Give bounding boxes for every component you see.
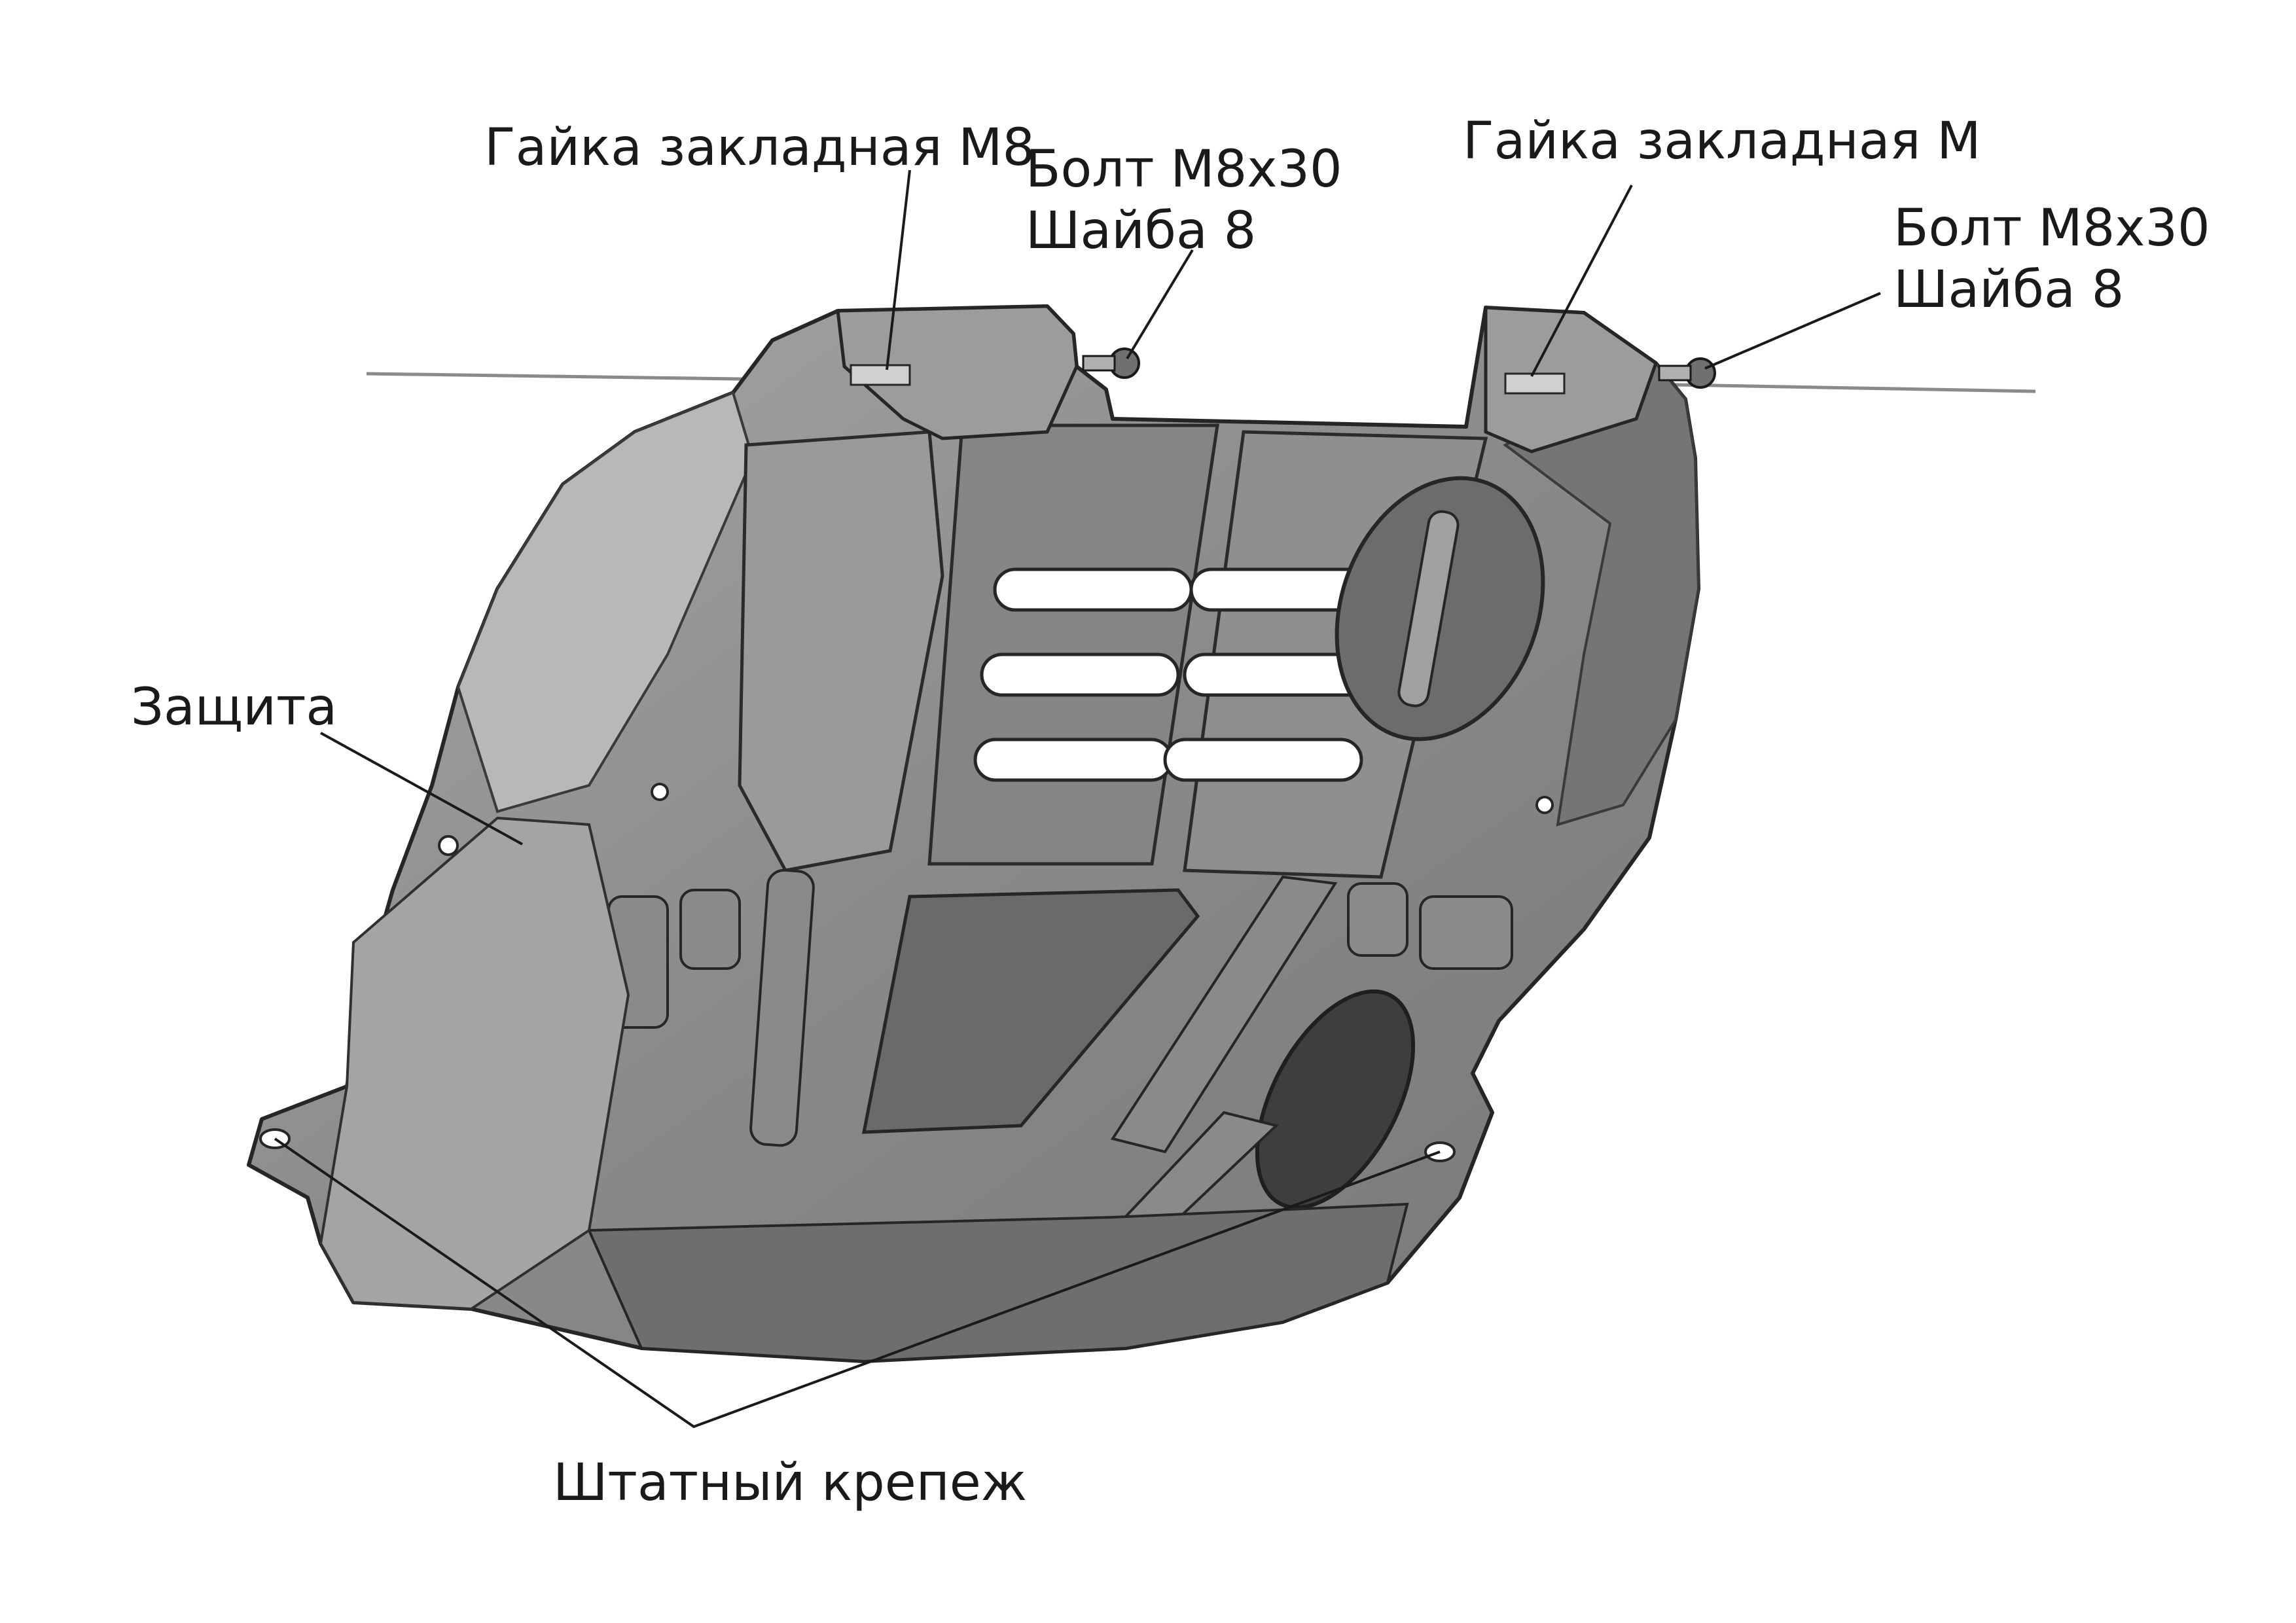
label-guard: Защита — [131, 678, 338, 737]
mount-hole — [651, 783, 669, 801]
embedded-nut-left — [850, 364, 911, 386]
label-standard-fasteners: Штатный крепеж — [553, 1454, 1028, 1512]
leader-lines — [274, 169, 1881, 1429]
label-nut-right: Гайка закладная М — [1463, 112, 1981, 171]
leader-nut-left — [886, 169, 911, 370]
label-nut-left: Гайка закладная М8 — [484, 118, 1035, 177]
vent-slots — [973, 567, 1396, 782]
plate-left-flank — [456, 391, 755, 813]
leader-guard — [320, 732, 523, 846]
leader-fasteners — [274, 1137, 1441, 1429]
label-bolt-right: Болт М8х30 Шайба 8 — [1893, 199, 2210, 319]
mounting-holes — [259, 783, 1554, 1162]
vent-slot — [973, 738, 1174, 782]
embedded-nut-right — [1504, 372, 1566, 395]
bolt-washer-left — [1082, 348, 1140, 379]
mount-hole — [438, 835, 459, 856]
leader-bolt-right — [1704, 292, 1881, 370]
bolt-washer-right — [1658, 357, 1716, 389]
center-pad — [861, 888, 1200, 1134]
vent-slot — [993, 567, 1193, 612]
plate-lower-left — [319, 816, 630, 1311]
plate-lower-band — [586, 1202, 1409, 1363]
vent-slot — [1163, 738, 1363, 782]
drain-hatch-slot — [1397, 510, 1460, 707]
leader-bolt-left — [1126, 249, 1194, 360]
label-bolt-left: Болт М8х30 Шайба 8 — [1026, 140, 1342, 260]
leader-nut-right — [1530, 185, 1633, 377]
vent-slot — [980, 652, 1180, 697]
plate-right-flank — [1503, 361, 1700, 827]
mount-hole — [1535, 796, 1554, 814]
bracket-right — [1484, 306, 1658, 454]
drain-hatch-lower — [1255, 989, 1416, 1210]
